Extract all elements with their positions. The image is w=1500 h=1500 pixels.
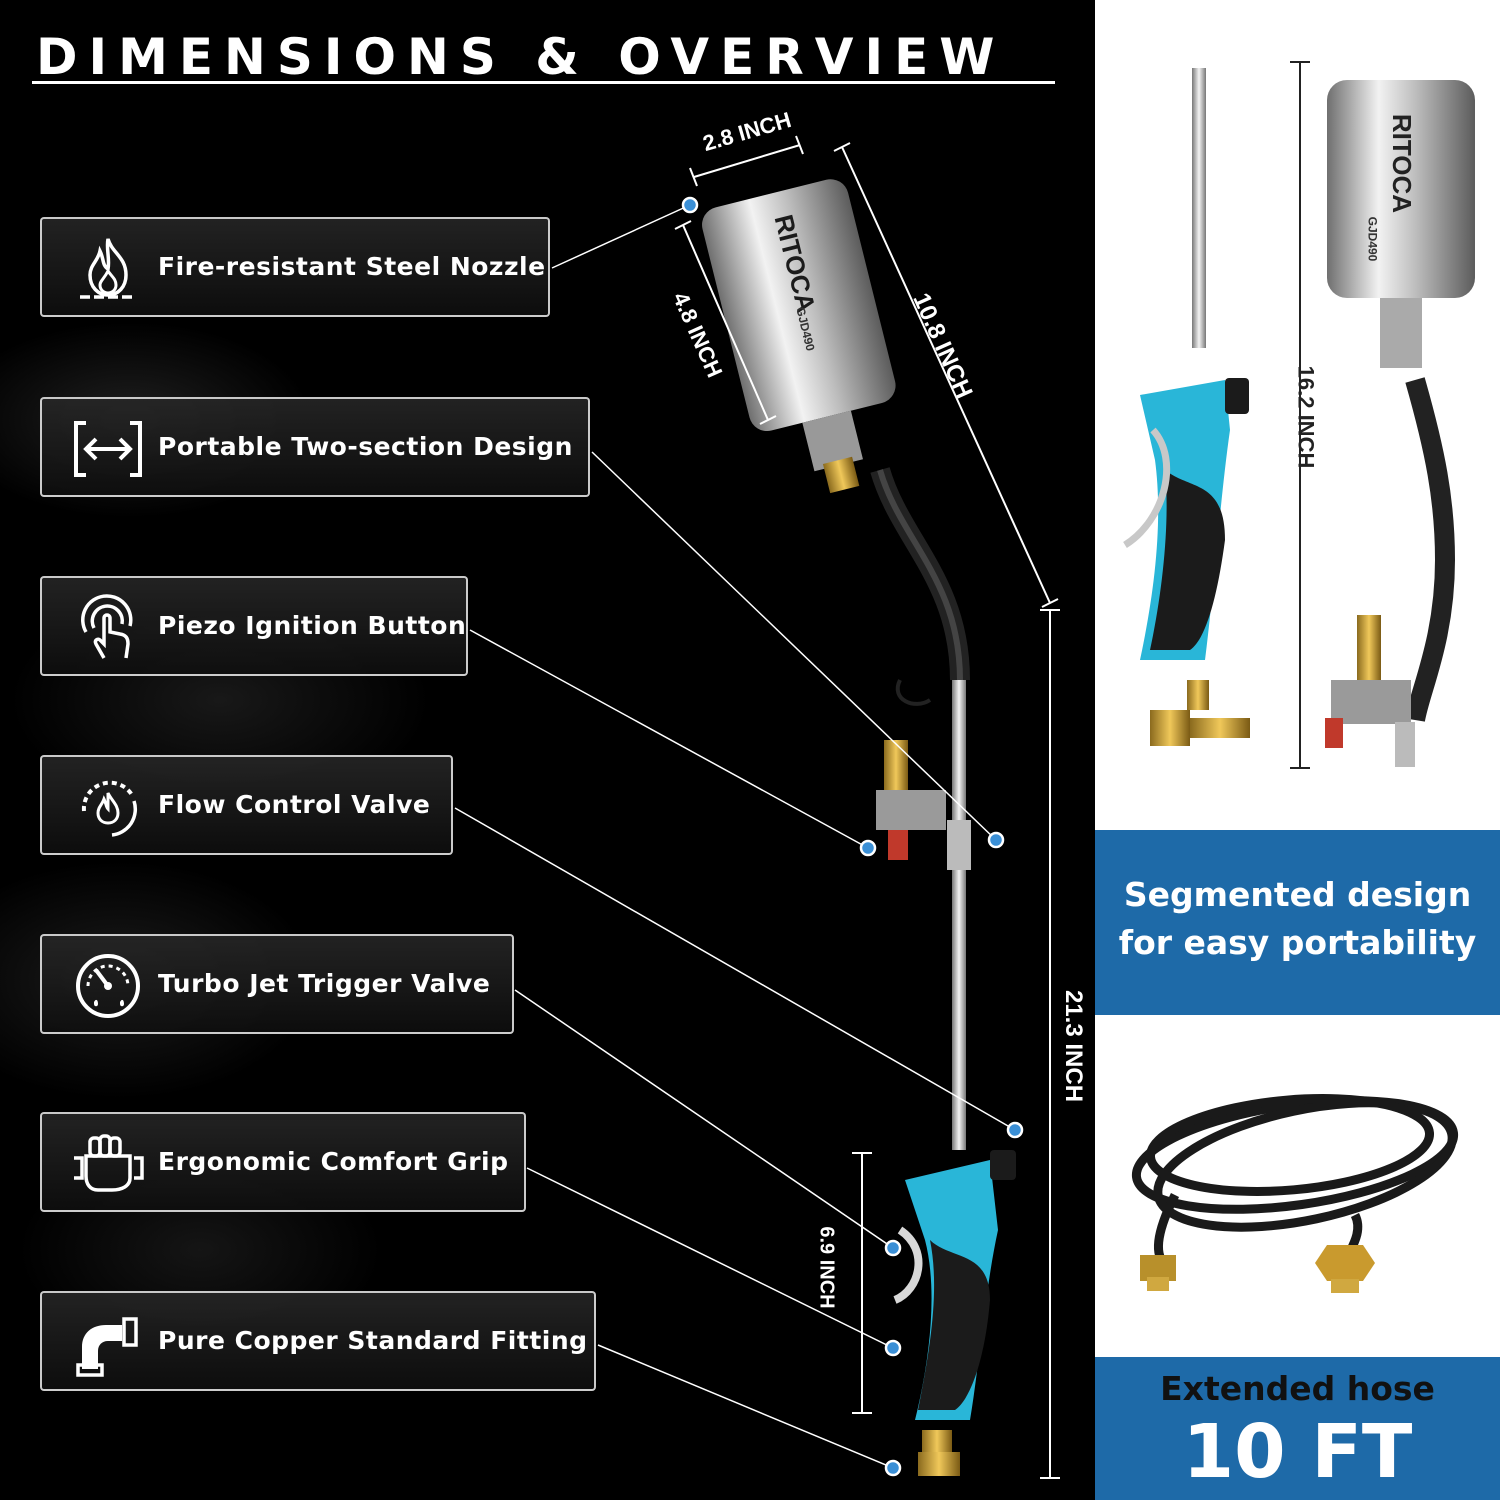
torch-rod xyxy=(952,660,966,1150)
feature-label: Fire-resistant Steel Nozzle xyxy=(158,252,546,281)
feature-steel-nozzle: Fire-resistant Steel Nozzle xyxy=(40,217,550,317)
dim-label-total: 21.3 INCH xyxy=(1060,989,1088,1103)
flame-icon xyxy=(80,238,136,299)
fist-grip-icon xyxy=(74,1134,144,1192)
feature-label: Ergonomic Comfort Grip xyxy=(158,1147,509,1176)
feature-label: Piezo Ignition Button xyxy=(158,611,467,640)
feature-comfort-grip: Ergonomic Comfort Grip xyxy=(40,1112,526,1212)
feature-two-section: Portable Two-section Design xyxy=(40,397,590,497)
torch-diagram xyxy=(454,135,1060,1479)
brass-fitting xyxy=(922,1430,952,1456)
feature-label: Portable Two-section Design xyxy=(158,432,573,461)
dim-label-section: 16.2 INCH xyxy=(1293,365,1319,469)
title-underline xyxy=(32,81,1055,84)
callout-dot xyxy=(884,1339,902,1357)
feature-piezo-ignition: Piezo Ignition Button xyxy=(40,576,468,676)
dim-line-nozzle xyxy=(682,224,769,421)
callout-dot xyxy=(681,196,699,214)
portability-line-2: for easy portability xyxy=(1118,923,1477,962)
callout-dot xyxy=(1006,1121,1024,1139)
dim-line-head xyxy=(841,146,1051,604)
model-label-nozzle: GJD490 xyxy=(1365,216,1380,262)
callout-dot xyxy=(987,831,1005,849)
dim-line-diameter xyxy=(693,144,801,178)
feature-flow-control: Flow Control Valve xyxy=(40,755,453,855)
feature-label: Flow Control Valve xyxy=(158,790,431,819)
callout-dot xyxy=(884,1239,902,1257)
hose-illustration xyxy=(1095,1015,1500,1357)
flow-dial-icon xyxy=(81,780,138,837)
page-title: DIMENSIONS & OVERVIEW xyxy=(36,28,1006,86)
feature-label: Turbo Jet Trigger Valve xyxy=(158,969,491,998)
callout-dot xyxy=(859,839,877,857)
feature-turbo-jet: Turbo Jet Trigger Valve xyxy=(40,934,514,1034)
hose-banner: Extended hose 10 FT xyxy=(1095,1357,1500,1500)
finger-press-icon xyxy=(81,594,133,659)
steel-nozzle xyxy=(702,179,896,494)
feature-copper-fitting: Pure Copper Standard Fitting xyxy=(40,1291,596,1391)
gauge-icon xyxy=(76,954,140,1018)
feature-label: Pure Copper Standard Fitting xyxy=(158,1326,588,1355)
hose-line-2: 10 FT xyxy=(1182,1409,1413,1495)
callout-dot xyxy=(884,1459,902,1477)
portability-line-1: Segmented design xyxy=(1123,875,1472,914)
brand-label-nozzle: RITOCA xyxy=(1387,113,1418,214)
trigger-lever xyxy=(893,1226,923,1304)
dim-label-handle: 6.9 INCH xyxy=(815,1226,838,1309)
expand-arrows-icon xyxy=(74,421,142,477)
rod-coupling xyxy=(947,820,971,870)
two-section-illustration xyxy=(1123,61,1475,769)
ignition-button-red xyxy=(888,830,908,860)
portability-banner: Segmented design for easy portability xyxy=(1095,830,1500,1015)
hose-line-1: Extended hose xyxy=(1160,1369,1435,1408)
pipe-fitting-icon xyxy=(76,1317,138,1377)
